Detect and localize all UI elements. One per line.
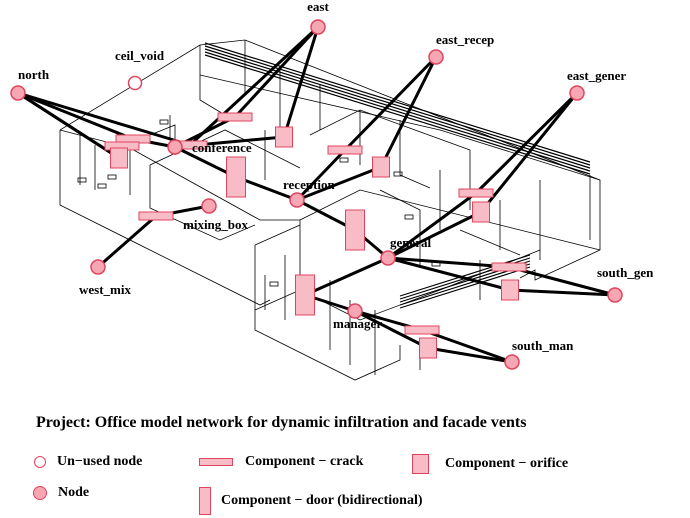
link-south_man-c8 bbox=[421, 328, 513, 364]
link-conference-d1 bbox=[174, 145, 237, 179]
node-conference bbox=[167, 139, 183, 155]
legend-unused-node: Un−used node bbox=[34, 454, 142, 470]
node-east bbox=[310, 19, 326, 35]
component-door-d2 bbox=[345, 209, 365, 251]
node-label-west_mix: west_mix bbox=[79, 282, 131, 297]
link-east-o2 bbox=[282, 26, 320, 138]
link-manager-o6 bbox=[354, 309, 429, 350]
legend-door: Component − door (bidirectional) bbox=[199, 487, 423, 515]
link-north-c2 bbox=[17, 91, 191, 147]
component-orifice-o4 bbox=[472, 201, 490, 223]
node-label-east_gener: east_gener bbox=[567, 68, 626, 83]
node-east_recep bbox=[428, 49, 444, 65]
node-reception bbox=[289, 192, 305, 208]
component-crack-c3 bbox=[217, 112, 253, 122]
link-general-o4 bbox=[387, 210, 482, 260]
node-south_gen bbox=[607, 287, 623, 303]
node-label-east_recep: east_recep bbox=[436, 32, 494, 47]
link-east_gener-c5 bbox=[474, 91, 579, 195]
node-label-ceil_void: ceil_void bbox=[115, 48, 165, 63]
component-door-d3 bbox=[295, 274, 315, 316]
legend-node: Node bbox=[33, 485, 89, 501]
link-general-d3 bbox=[304, 256, 389, 297]
link-north-o1 bbox=[17, 91, 120, 160]
link-general-o5 bbox=[387, 256, 511, 292]
component-door-d1 bbox=[226, 156, 246, 198]
link-south_gen-o5 bbox=[509, 288, 616, 297]
unused-node-ceil_void bbox=[127, 75, 143, 91]
node-label-reception: reception bbox=[283, 177, 336, 192]
unused-node-icon bbox=[34, 456, 46, 468]
component-orifice-o5 bbox=[501, 279, 519, 301]
orifice-icon bbox=[412, 454, 429, 474]
component-crack-c4 bbox=[327, 145, 363, 155]
link-west_mix-c6 bbox=[97, 214, 157, 269]
node-manager bbox=[347, 303, 363, 319]
node-label-south_man: south_man bbox=[512, 338, 574, 353]
legend-unused-node-label: Un−used node bbox=[57, 454, 143, 469]
node-mixing_box bbox=[201, 198, 217, 214]
link-general-c5 bbox=[387, 191, 477, 260]
component-crack-c6 bbox=[138, 211, 174, 221]
door-icon bbox=[199, 487, 211, 515]
legend-orifice-label: Component − orifice bbox=[445, 456, 569, 471]
node-north bbox=[10, 85, 26, 101]
link-south_gen-c7 bbox=[508, 265, 616, 297]
legend-orifice: Component − orifice bbox=[412, 454, 568, 474]
node-west_mix bbox=[90, 259, 106, 275]
node-general bbox=[380, 250, 396, 266]
link-east-c3 bbox=[233, 25, 320, 119]
node-label-manager: manager bbox=[333, 316, 382, 331]
link-reception-c4 bbox=[295, 148, 347, 202]
component-orifice-o6 bbox=[419, 337, 437, 359]
legend-node-label: Node bbox=[58, 485, 90, 500]
link-east_recep-c4 bbox=[343, 55, 438, 152]
link-east_gener-o4 bbox=[479, 92, 579, 213]
node-east_gener bbox=[569, 85, 585, 101]
diagram-caption: Project: Office model network for dynami… bbox=[36, 414, 527, 431]
node-label-general: general bbox=[390, 235, 432, 250]
component-crack-c7 bbox=[491, 262, 527, 272]
link-east-c2 bbox=[188, 25, 320, 147]
component-crack-c8 bbox=[404, 325, 440, 335]
node-label-mixing_box: mixing_box bbox=[183, 217, 249, 232]
node-label-east: east bbox=[307, 0, 329, 14]
legend-crack-label: Component − crack bbox=[245, 454, 364, 469]
link-south_man-o6 bbox=[427, 346, 513, 364]
node-label-conference: conference bbox=[192, 140, 252, 155]
crack-icon bbox=[199, 458, 233, 466]
node-label-south_gen: south_gen bbox=[597, 265, 654, 280]
link-east_recep-o3 bbox=[379, 56, 438, 168]
link-reception-d1 bbox=[235, 175, 298, 202]
link-reception-o3 bbox=[296, 165, 382, 202]
network-components bbox=[104, 112, 527, 359]
component-orifice-o1 bbox=[110, 147, 128, 169]
node-south_man bbox=[504, 354, 520, 370]
component-orifice-o2 bbox=[275, 126, 293, 148]
link-general-c7 bbox=[387, 256, 510, 269]
node-icon bbox=[33, 486, 47, 500]
legend-crack: Component − crack bbox=[199, 454, 363, 470]
node-label-north: north bbox=[18, 67, 50, 82]
component-crack-c5 bbox=[458, 188, 494, 198]
component-orifice-o3 bbox=[372, 156, 390, 178]
legend-door-label: Component − door (bidirectional) bbox=[221, 493, 423, 508]
building-wireframe bbox=[59, 39, 601, 381]
link-north-c1 bbox=[17, 91, 134, 141]
